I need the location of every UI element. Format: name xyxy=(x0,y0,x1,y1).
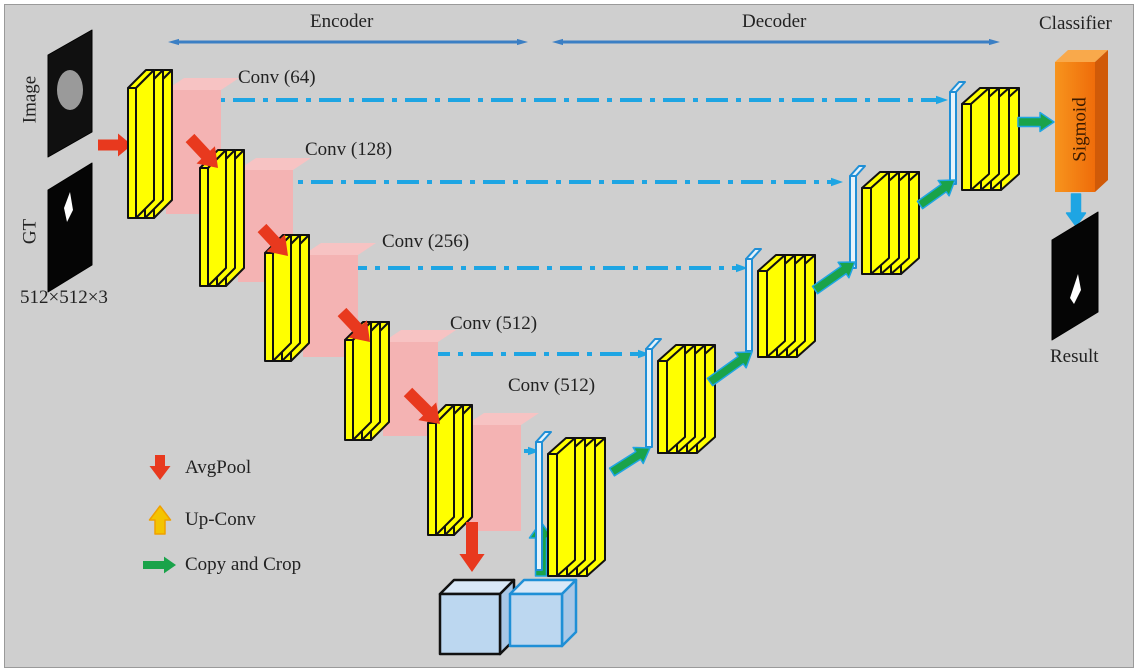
decoder-concat-bar-2-top xyxy=(745,248,762,260)
decoder-block-1-front-0 xyxy=(657,360,668,454)
to-classifier-arrow xyxy=(1017,111,1055,133)
decoder-block-2-front-0 xyxy=(757,270,768,358)
decoder-block-3-side-0 xyxy=(870,171,890,275)
classifier-label: Classifier xyxy=(1039,13,1112,34)
to-result-arrow xyxy=(1065,193,1087,227)
encoder-label: Encoder xyxy=(310,11,374,32)
decoder-concat-bar-0-top xyxy=(535,431,552,443)
bottleneck-cube-right-front xyxy=(508,592,564,648)
decoder-concat-bar-3-face xyxy=(849,175,857,269)
conv-512-label: Conv (512) xyxy=(450,313,538,334)
gt-label: GT xyxy=(19,218,41,245)
decoder-concat-bar-0-face xyxy=(535,441,543,571)
decoder-concat-bar-4-face xyxy=(949,91,957,185)
decoder-label: Decoder xyxy=(742,11,807,32)
avgpool-arrow-1 xyxy=(257,223,288,256)
encoder-block-1-front-0 xyxy=(199,167,209,287)
encoder-block-3-front-0 xyxy=(344,339,354,441)
encoder-block-0-side-0 xyxy=(135,69,155,219)
avgpool-arrow-4 xyxy=(459,522,485,572)
skip-connection-head-4 xyxy=(524,446,540,456)
decoder-concat-bar-4-top xyxy=(949,81,966,93)
image-label: Image xyxy=(19,75,41,124)
avgpool-arrow-0 xyxy=(185,133,218,168)
upconv-arrow-0 xyxy=(608,446,651,477)
decoder-block-2-side-0 xyxy=(766,254,786,358)
result-label: Result xyxy=(1050,346,1099,367)
decoder-span-arrow-right xyxy=(775,38,1000,46)
gt-image xyxy=(47,162,93,293)
pool-panel-3-top xyxy=(383,330,456,342)
green-right-arrow-icon xyxy=(143,556,176,574)
avgpool-arrow-2 xyxy=(337,307,370,342)
pool-panel-1-top xyxy=(238,158,311,170)
sigmoid-label: Sigmoid xyxy=(1069,97,1091,162)
brain-scan-image xyxy=(57,70,83,110)
input-arrow xyxy=(98,133,132,157)
avgpool-arrow-3 xyxy=(403,387,440,424)
pool-panel-0-top xyxy=(166,78,239,90)
pool-panel-4-top xyxy=(466,413,539,425)
sigmoid-box xyxy=(1055,62,1095,192)
pool-panel-4-face xyxy=(466,425,521,531)
encoder-block-1-side-0 xyxy=(207,149,227,287)
legend-copy-crop-label: Copy and Crop xyxy=(185,554,302,575)
decoder-block-4-front-0 xyxy=(961,103,972,191)
conv-256-label: Conv (256) xyxy=(382,231,470,252)
decoder-span-arrow-left xyxy=(552,38,776,46)
network-blocks xyxy=(47,29,1108,656)
sigmoid-side xyxy=(1095,50,1108,192)
decoder-block-0-side-0 xyxy=(556,437,576,577)
input-size-label: 512×512×3 xyxy=(20,287,108,308)
result-mask-shape xyxy=(1070,274,1081,304)
encoder-block-4-front-0 xyxy=(427,422,437,536)
skip-connection-head-0 xyxy=(932,95,948,105)
bottleneck-cube-left-front xyxy=(438,592,502,656)
decoder-concat-bar-1-face xyxy=(645,348,653,448)
red-down-arrow-icon xyxy=(149,455,171,480)
upconv-arrow-3 xyxy=(916,179,956,210)
sigmoid-top xyxy=(1055,50,1108,62)
decoder-concat-bar-2-face xyxy=(745,258,753,352)
conv-512-bottom-label: Conv (512) xyxy=(508,375,596,396)
decoder-block-3-front-0 xyxy=(861,187,872,275)
pool-panel-2-top xyxy=(303,243,376,255)
result-image xyxy=(1051,211,1099,341)
encoder-span-arrow-right xyxy=(347,38,528,46)
skip-connection-head-1 xyxy=(827,177,843,187)
skip-connection-head-3 xyxy=(634,349,650,359)
skip-connection-head-2 xyxy=(732,263,748,273)
decoder-block-0-front-0 xyxy=(547,453,558,577)
yellow-up-arrow-icon xyxy=(148,505,172,535)
conv-64-label: Conv (64) xyxy=(238,67,316,88)
upconv-arrow-1 xyxy=(706,351,753,387)
pool-panel-2-face xyxy=(303,255,358,357)
decoder-concat-bar-1-top xyxy=(645,338,662,350)
decoder-concat-bar-3-top xyxy=(849,165,866,177)
encoder-block-0-front-0 xyxy=(127,87,137,219)
encoder-span-arrow-left xyxy=(168,38,348,46)
decoder-block-1-side-0 xyxy=(666,344,686,454)
encoder-block-4-side-0 xyxy=(435,404,455,536)
legend-upconv-label: Up-Conv xyxy=(185,509,256,530)
encoder-block-2-front-0 xyxy=(264,252,274,362)
legend-avgpool-label: AvgPool xyxy=(185,457,252,478)
conv-128-label: Conv (128) xyxy=(305,139,393,160)
gt-mask-shape xyxy=(64,192,73,222)
decoder-block-4-side-0 xyxy=(970,87,990,191)
upconv-arrow-2 xyxy=(811,261,856,295)
